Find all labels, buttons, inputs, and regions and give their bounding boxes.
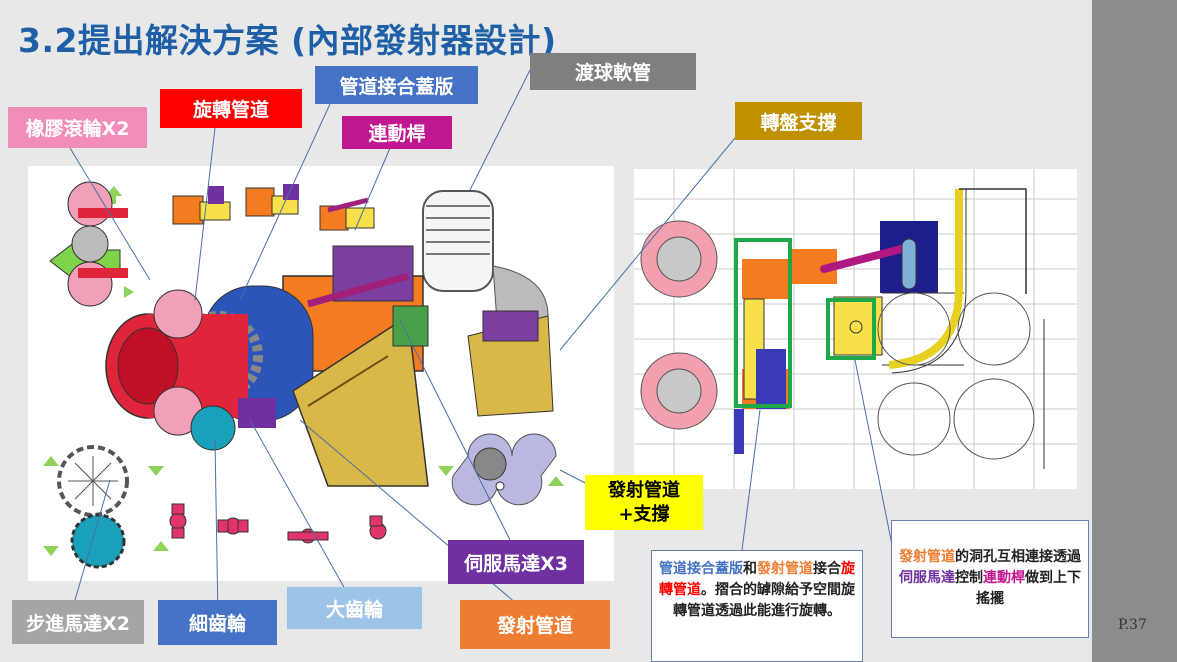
note1-part2: 和 [743, 561, 757, 577]
label-launch-pipe: 發射管道 [460, 600, 610, 649]
launcher-3d-sketch [43, 181, 564, 569]
label-turntable-support: 轉盤支撐 [735, 102, 862, 140]
note2-part6: 做到上下搖擺 [976, 570, 1081, 607]
technical-section-drawing [634, 169, 1077, 489]
label-linkage-rod: 連動桿 [342, 116, 452, 149]
note1-part5: 旋轉管道 [659, 561, 855, 598]
label-small-gear: 細齒輪 [158, 600, 277, 645]
label-launch-pipe-support-text: 發射管道 +支撐 [608, 479, 680, 525]
right-sidebar-band [1092, 0, 1177, 662]
highlight-box-yellow [826, 298, 876, 360]
label-stepper-motor: 步進馬達X2 [12, 600, 144, 644]
note2-part4: 控制 [955, 570, 983, 586]
note2-part1: 發射管道 [899, 549, 955, 565]
note-servo-linkage: 發射管道的洞孔互相連接透過伺服馬達控制連動桿做到上下搖擺 [891, 520, 1089, 638]
left-sketch-panel [28, 166, 614, 581]
note-pipe-rotation: 管道接合蓋版和發射管道接合旋轉管道。摺合的罅隙給予空間旋轉管道透過此能進行旋轉。 [651, 550, 863, 662]
highlight-box-pipe [734, 238, 792, 408]
slide-title: 3.2提出解決方案 (內部發射器設計) [18, 21, 557, 60]
note1-part1: 管道接合蓋版 [659, 561, 743, 577]
page-number: P.37 [1118, 617, 1147, 633]
label-rotating-pipe: 旋轉管道 [160, 89, 302, 128]
label-ball-hose: 渡球軟管 [530, 53, 696, 90]
label-servo-motor: 伺服馬達X3 [448, 540, 584, 584]
note1-part6: 。摺合的罅隙給予空間旋轉管道透過此能進行旋轉。 [673, 582, 855, 619]
label-rubber-roller: 橡膠滾輪X2 [8, 107, 147, 148]
note2-part3: 伺服馬達 [899, 570, 955, 586]
note2-part5: 連動桿 [983, 570, 1025, 586]
note1-part3: 發射管道 [757, 561, 813, 577]
label-pipe-cover: 管道接合蓋版 [315, 66, 478, 104]
note1-part4: 接合 [813, 561, 841, 577]
note2-part2: 的洞孔互相連接透過 [955, 549, 1081, 565]
label-launch-pipe-support: 發射管道 +支撐 [585, 475, 703, 530]
right-technical-sketch-panel [634, 169, 1077, 489]
label-big-gear: 大齒輪 [287, 587, 422, 629]
